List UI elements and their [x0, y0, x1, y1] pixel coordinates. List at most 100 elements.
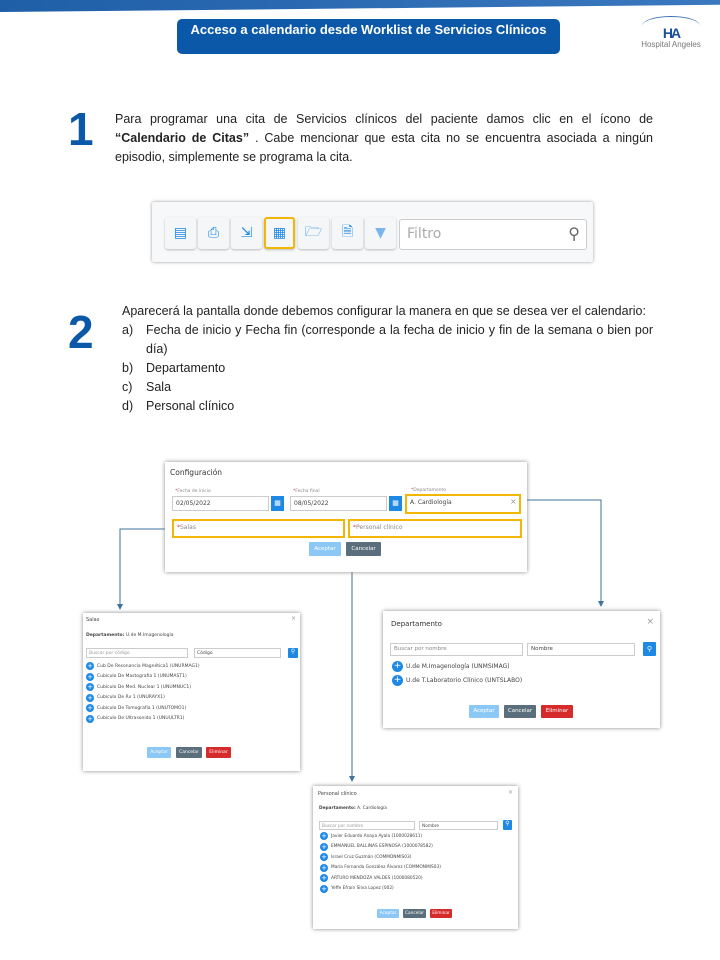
delete-button[interactable]: Eliminar [430, 909, 452, 918]
list-item[interactable]: +ARTURO MENDOZA VALDES (1000080520) [320, 874, 441, 882]
list-item[interactable]: +U.de T.Laboratorio Clínico (UNTSLABO) [392, 675, 522, 686]
salas-list: +Cub De Resonancia Magnética1 (UNURMAG1)… [86, 662, 200, 725]
step-2-item: b)Departamento [122, 359, 653, 378]
calendar-icon[interactable]: ▦ [264, 217, 295, 249]
salas-placeholder: Salas [180, 524, 196, 531]
search-input[interactable]: Buscar por nombre [319, 821, 415, 830]
nombre-select[interactable]: Nombre [419, 821, 498, 830]
item-text: Departamento [146, 361, 226, 375]
cancel-button[interactable]: Cancelar [346, 542, 381, 556]
search-icon[interactable]: ⚲ [288, 648, 298, 658]
item-label: Javier Eduardo Anaya Ayala (1000028611) [331, 833, 423, 839]
dialog-title: Personal clínico [318, 791, 357, 797]
search-icon[interactable]: ⚲ [568, 224, 580, 243]
delete-button[interactable]: Eliminar [541, 705, 573, 718]
add-icon[interactable]: + [86, 662, 94, 670]
search-input[interactable]: Buscar por nombre [390, 643, 523, 656]
excel-file-icon[interactable]: 🗎 [332, 217, 363, 249]
clear-icon[interactable]: × [510, 497, 517, 506]
step-2-text: Aparecerá la pantalla donde debemos conf… [122, 302, 653, 416]
list-item[interactable]: +Cub De Resonancia Magnética1 (UNURMAG1) [86, 662, 200, 670]
page-title: Acceso a calendario desde Worklist de Se… [177, 19, 560, 54]
list-item[interactable]: +Cubículo De Mastografía 1 (UNUMAST1) [86, 672, 200, 681]
department-info: Departamento: A. Cardiología [319, 806, 387, 811]
add-icon[interactable]: + [86, 683, 94, 691]
item-label: Cubículo De Rx 1 (UNURAYX1) [97, 695, 165, 700]
departamento-input[interactable]: A. Cardiología [407, 496, 519, 511]
add-icon[interactable]: + [320, 853, 328, 861]
add-icon[interactable]: + [86, 693, 94, 702]
label-text: Departamento [413, 488, 446, 493]
highlight-box [405, 494, 521, 514]
add-icon[interactable]: + [86, 672, 94, 681]
add-icon[interactable]: + [320, 874, 328, 882]
add-icon[interactable]: + [320, 842, 328, 851]
close-icon[interactable]: × [507, 789, 513, 796]
list-item[interactable]: +Cubículo De Tomografía 1 (UNUTOMO1) [86, 704, 200, 712]
fecha-inicio-input[interactable]: 02/05/2022 [172, 496, 269, 511]
add-icon[interactable]: + [392, 675, 403, 686]
filter-input[interactable]: Filtro⚲ [399, 219, 587, 250]
salas-input[interactable]: *Salas [174, 521, 343, 536]
accept-button[interactable]: Aceptar [309, 542, 341, 556]
scan-icon[interactable]: ⎙ [198, 217, 229, 249]
close-icon[interactable]: × [290, 615, 296, 622]
step-2-item: d)Personal clínico [122, 397, 653, 416]
cancel-button[interactable]: Cancelar [176, 747, 202, 758]
add-icon[interactable]: + [392, 661, 403, 672]
list-item[interactable]: +Yeffe Efraín Silva Lopez (002) [320, 884, 441, 893]
add-icon[interactable]: + [86, 714, 94, 723]
list-item[interactable]: +Cubículo De Rx 1 (UNURAYX1) [86, 693, 200, 702]
add-icon[interactable]: + [320, 832, 328, 840]
item-label: Cubículo De Tomografía 1 (UNUTOMO1) [97, 705, 187, 711]
delete-button[interactable]: Eliminar [206, 747, 231, 758]
item-label: ARTURO MENDOZA VALDES (1000080520) [331, 875, 423, 881]
codigo-select[interactable]: Código [194, 648, 281, 658]
step-1-text-a: Para programar una cita de Servicios clí… [115, 112, 653, 126]
fecha-final-input[interactable]: 08/05/2022 [290, 496, 387, 511]
item-label: Cub De Resonancia Magnética1 (UNURMAG1) [97, 663, 200, 669]
nombre-select[interactable]: Nombre [527, 643, 635, 656]
book-icon[interactable]: ▤ [165, 217, 196, 249]
add-icon[interactable]: + [320, 863, 328, 872]
dept-label: Departamento: [86, 633, 125, 638]
departamento-list: +U.de M.Imagenología (UNMSIMAG) +U.de T.… [392, 661, 522, 689]
search-input[interactable]: Buscar por código [86, 648, 188, 658]
list-item[interactable]: +Israel Cruz Guzmán (COMMONMIS03) [320, 853, 441, 861]
list-item[interactable]: +U.de M.Imagenología (UNMSIMAG) [392, 661, 522, 672]
accept-button[interactable]: Aceptar [469, 705, 499, 718]
item-letter: a) [122, 323, 134, 337]
dept-value: U.de M.Imagenología [125, 633, 174, 638]
list-item[interactable]: +EMMANUEL BALLINAS ESPINOSA (1000078582) [320, 842, 441, 851]
step-2-item: a) Fecha de inicio y Fecha fin (correspon… [122, 321, 653, 359]
folder-open-icon[interactable]: 🗁 [298, 217, 329, 249]
list-item[interactable]: +Cubículo De Ultrasonido 1 (UNUULTR1) [86, 714, 200, 723]
dialog-title: Salas [86, 617, 100, 623]
cancel-button[interactable]: Cancelar [504, 705, 536, 718]
item-label: Cubículo De Ultrasonido 1 (UNUULTR1) [97, 716, 185, 721]
dialog-title: Configuración [170, 468, 223, 477]
filter-icon[interactable]: ▼ [365, 217, 396, 249]
fecha-inicio-label: *Fecha de inicio [175, 489, 211, 494]
minimize-icon[interactable]: ⇲ [231, 217, 262, 249]
personal-clinico-dialog: Personal clínico × Departamento: A. Card… [313, 786, 518, 929]
add-icon[interactable]: + [86, 704, 94, 712]
cancel-button[interactable]: Cancelar [403, 909, 426, 918]
step-2-number: 2 [68, 306, 94, 358]
calendar-icon[interactable]: ▦ [271, 496, 284, 511]
item-letter: d) [122, 399, 134, 413]
list-item[interactable]: +Javier Eduardo Anaya Ayala (1000028611) [320, 832, 441, 840]
calendar-icon[interactable]: ▦ [389, 496, 402, 511]
close-icon[interactable]: × [646, 617, 654, 627]
add-icon[interactable]: + [320, 884, 328, 893]
accept-button[interactable]: Aceptar [377, 909, 399, 918]
search-icon[interactable]: ⚲ [503, 820, 512, 830]
department-info: Departamento: U.de M.Imagenología [86, 633, 174, 638]
list-item[interactable]: +María Fernanda González Álvarez (COMMON… [320, 863, 441, 872]
item-text: Fecha de inicio y Fecha fin (corresponde… [146, 323, 653, 356]
search-icon[interactable]: ⚲ [643, 642, 656, 656]
personal-clinico-input[interactable]: *Personal clínico [350, 521, 520, 536]
list-item[interactable]: +Cubículo De Med. Nuclear 1 (UNUMNUC1) [86, 683, 200, 691]
item-label: U.de T.Laboratorio Clínico (UNTSLABO) [406, 677, 523, 684]
accept-button[interactable]: Aceptar [147, 747, 171, 758]
